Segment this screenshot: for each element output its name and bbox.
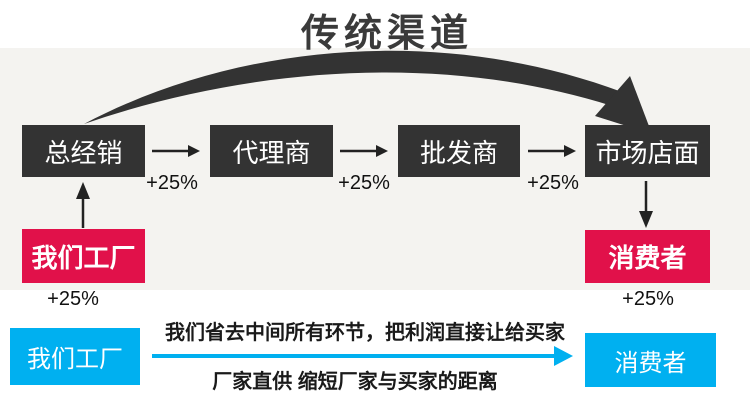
- markup-label: +25%: [47, 288, 99, 310]
- curved-skip-arrow-icon: [84, 50, 652, 134]
- diagram-title: 传统渠道: [300, 13, 474, 55]
- markup-label: +25%: [527, 172, 579, 194]
- node-our-factory-red: 我们工厂: [22, 229, 145, 283]
- node-consumer-cyan: 消费者: [585, 333, 716, 387]
- node-general-distributor: 总经销: [22, 125, 145, 177]
- node-agent: 代理商: [210, 125, 333, 177]
- arrow-right-icon: [340, 145, 388, 157]
- node-our-factory-cyan: 我们工厂: [10, 328, 140, 385]
- markup-label: +25%: [622, 288, 674, 310]
- arrow-right-icon: [152, 145, 200, 157]
- direct-slogan-top: 我们省去中间所有环节，把利润直接让给买家: [165, 322, 565, 344]
- markup-label: +25%: [338, 172, 390, 194]
- arrow-down-icon: [639, 181, 653, 228]
- node-market-store: 市场店面: [585, 125, 710, 177]
- arrow-up-icon: [76, 182, 90, 228]
- direct-slogan-bottom: 厂家直供 缩短厂家与买家的距离: [212, 371, 498, 393]
- arrow-right-icon: [528, 145, 576, 157]
- direct-channel-arrow-icon: [152, 346, 573, 366]
- node-wholesaler: 批发商: [398, 125, 520, 177]
- markup-label: +25%: [146, 172, 198, 194]
- node-consumer-red: 消费者: [585, 230, 710, 283]
